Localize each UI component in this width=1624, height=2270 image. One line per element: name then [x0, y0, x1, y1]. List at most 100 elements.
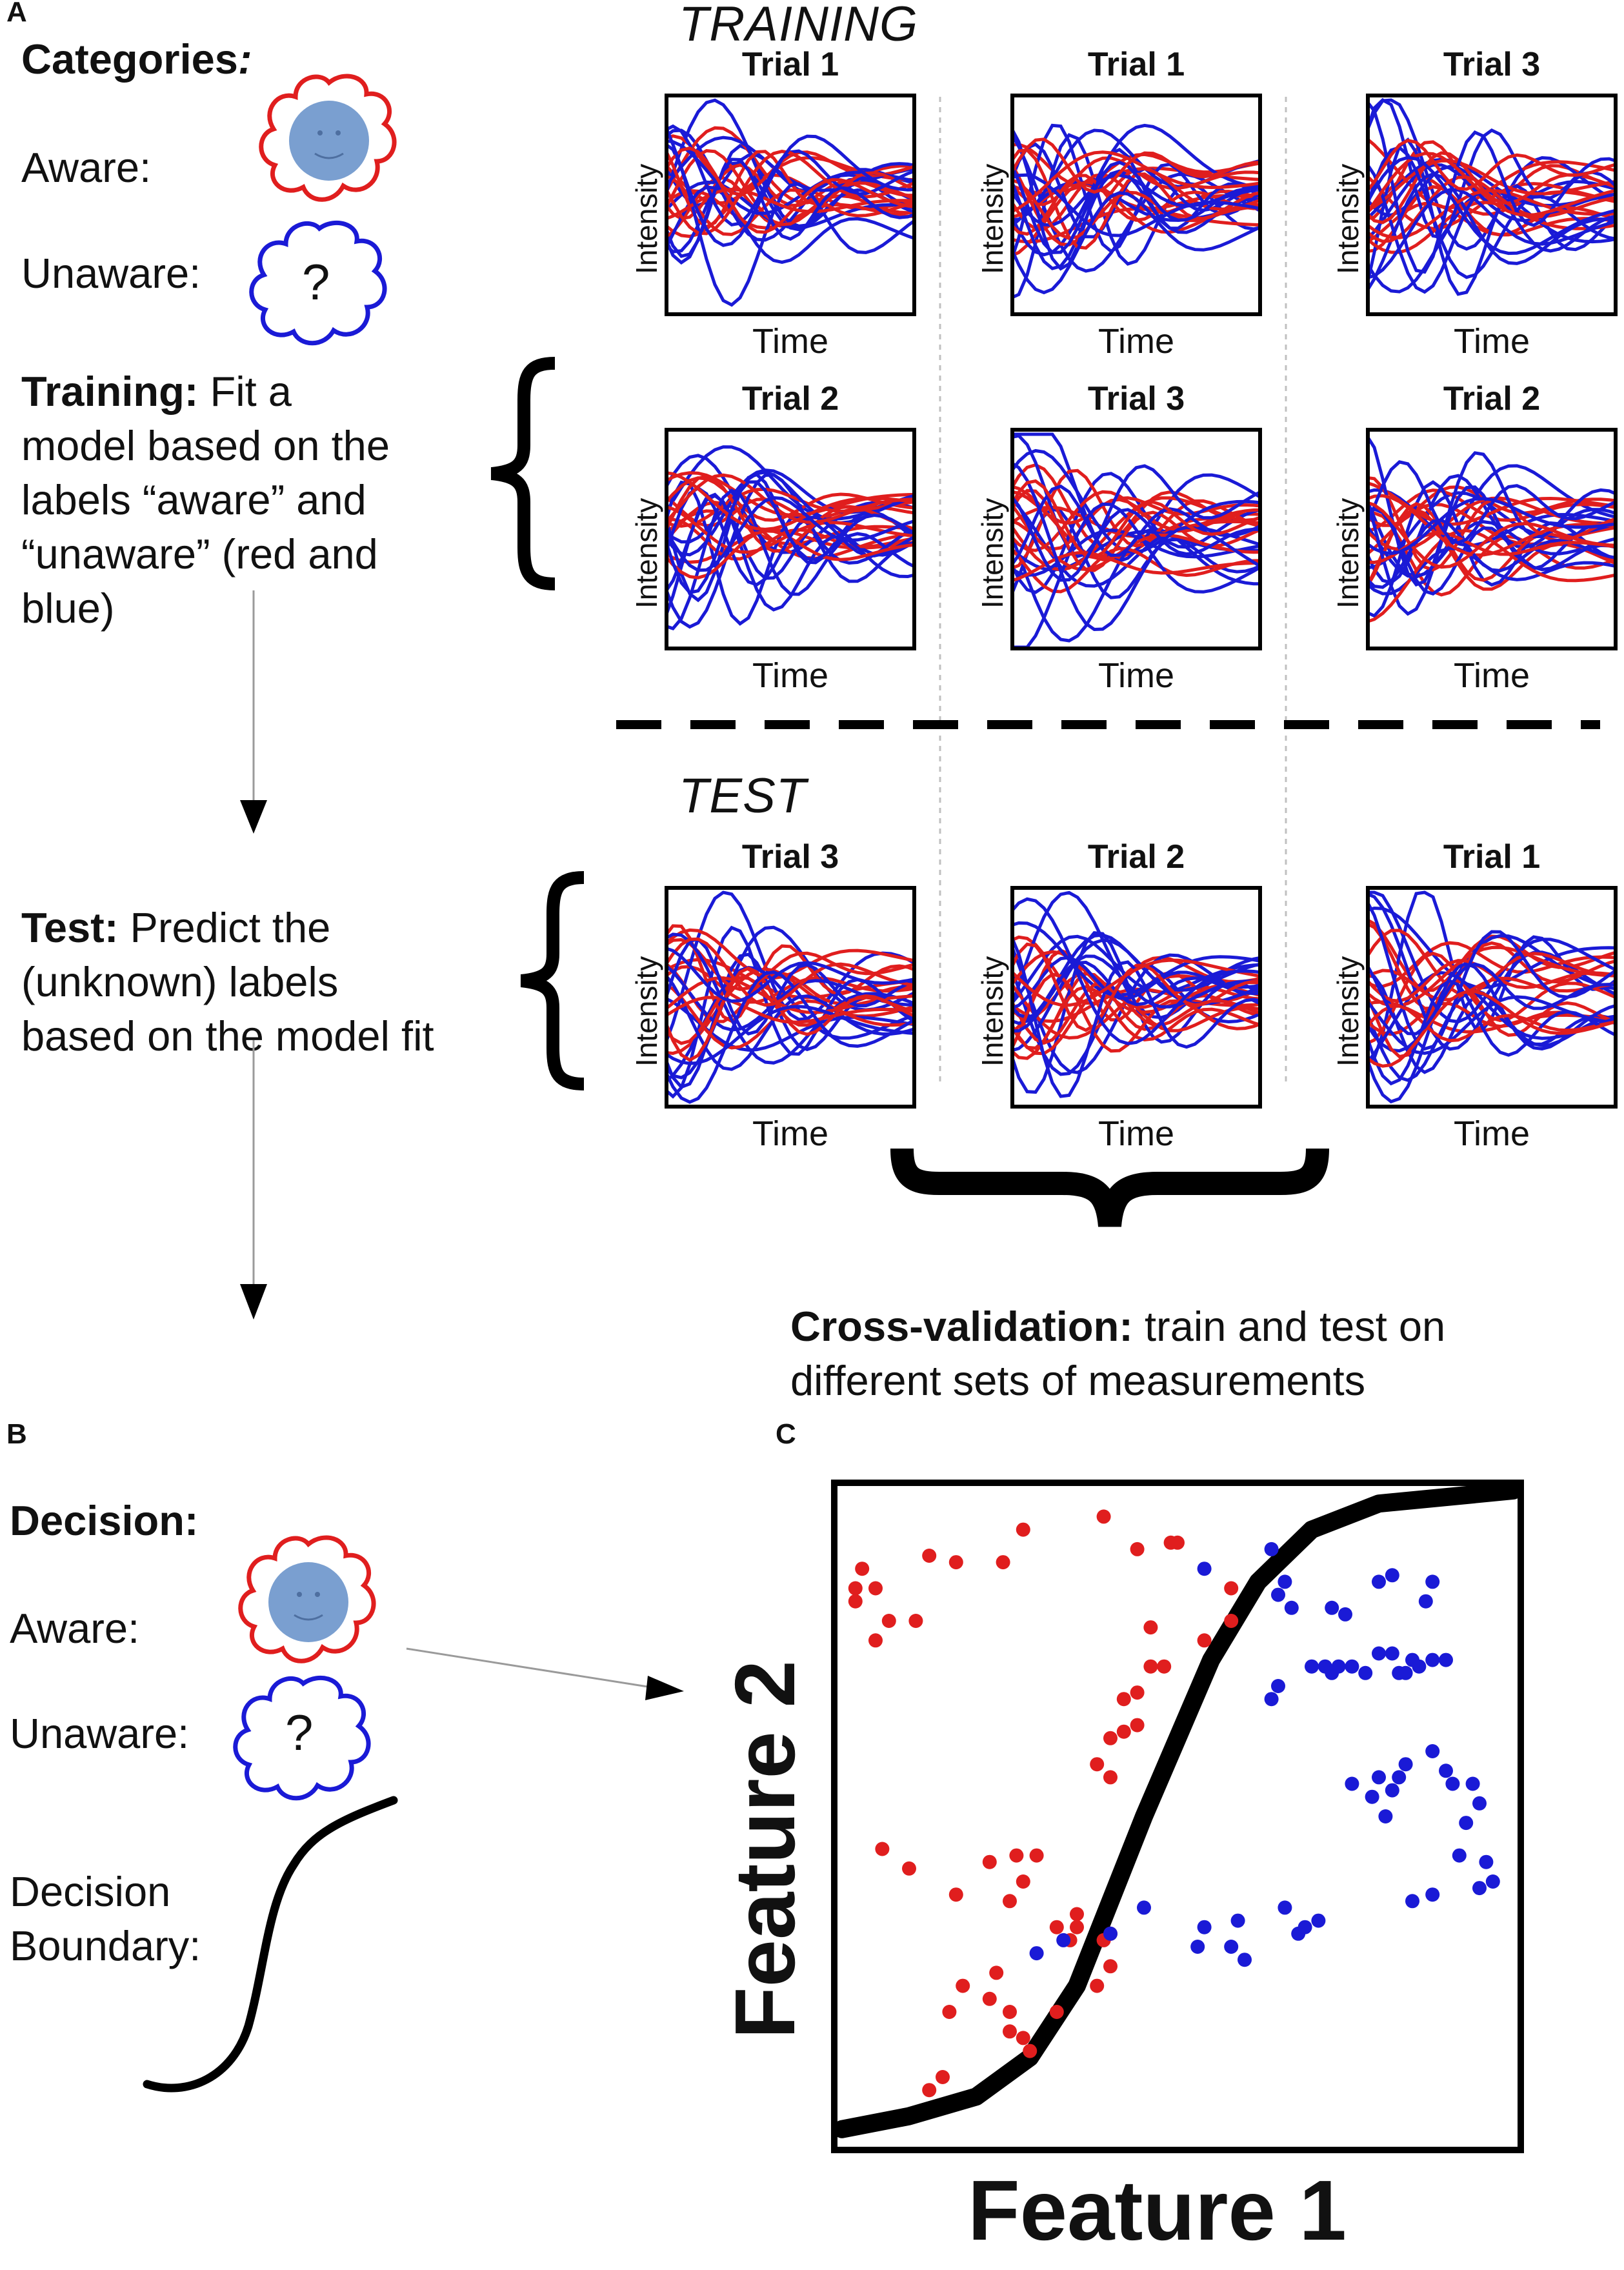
aware-point [996, 1555, 1010, 1570]
feature-scatter-plot [831, 1480, 1524, 2153]
aware-trace [1368, 159, 1615, 212]
aware-trace [667, 134, 914, 196]
aware-trace [667, 187, 914, 220]
aware-point [1023, 2044, 1038, 2058]
aware-point [956, 1978, 970, 1993]
aware-trace [1368, 922, 1615, 1010]
intensity-time-plot [1366, 886, 1618, 1109]
training-header: TRAINING [679, 0, 919, 52]
x-axis-label: Time [752, 656, 828, 695]
aware-trace [1013, 987, 1259, 1023]
decision-boundary-legend-curve [143, 1796, 398, 2093]
unaware-trace [667, 947, 914, 1003]
plot-frame [1010, 428, 1262, 650]
aware-point [1143, 1659, 1158, 1674]
aware-point [1049, 2005, 1064, 2019]
aware-point [942, 2005, 957, 2019]
plot-frame [665, 428, 916, 650]
aware-trace [1013, 182, 1259, 219]
unaware-point [1325, 1600, 1339, 1615]
unaware-point [1378, 1809, 1393, 1823]
test-description: Test: Predict the (unknown) labels based… [21, 904, 434, 1060]
aware-point [948, 1887, 963, 1902]
aware-point [982, 1991, 997, 2006]
plot-frame [1010, 94, 1262, 316]
aware-trace [1368, 152, 1615, 217]
trial-title: Trial 3 [1443, 46, 1541, 83]
unaware-trace [1368, 163, 1615, 240]
aware-trace [1368, 990, 1615, 1068]
unaware-point [1264, 1542, 1279, 1556]
aware-point [1070, 1920, 1084, 1934]
plot-frame [665, 94, 916, 316]
unaware-point [1264, 1692, 1279, 1707]
unaware-point [1472, 1881, 1487, 1896]
unaware-trace [1013, 160, 1259, 254]
y-axis-label: Intensity [1331, 163, 1365, 274]
cross-validation-caption: Cross-validation: train and test on diff… [790, 1303, 1446, 1404]
aware-point [848, 1594, 863, 1609]
intensity-time-plot [665, 94, 916, 316]
aware-point [875, 1842, 890, 1856]
unaware-point [1472, 1796, 1487, 1811]
decision-unaware-cloud-icon [233, 1675, 371, 1801]
aware-point [855, 1562, 870, 1576]
unaware-point [1425, 1887, 1440, 1902]
aware-trace [1013, 519, 1259, 571]
aware-trace [667, 487, 914, 528]
aware-trace [1013, 179, 1259, 240]
aware-point [1170, 1535, 1185, 1550]
aware-trace [1013, 981, 1259, 1045]
aware-point [902, 1861, 916, 1876]
unaware-point [1358, 1665, 1373, 1680]
decision-unaware-label: Unaware: [10, 1710, 190, 1757]
y-axis-label: Intensity [1331, 497, 1365, 608]
unaware-trace [1368, 460, 1615, 545]
unaware-point [1056, 1933, 1071, 1947]
unaware-point [1284, 1600, 1299, 1615]
aware-point [1096, 1509, 1111, 1524]
aware-trace [1368, 501, 1615, 569]
y-axis-label: Intensity [976, 956, 1009, 1067]
y-axis-label: Intensity [630, 956, 663, 1067]
unaware-point [1405, 1894, 1419, 1909]
unaware-point [1385, 1568, 1399, 1583]
x-axis-label: Time [1098, 322, 1174, 361]
decision-unaware-question-mark: ? [285, 1704, 314, 1761]
unaware-trace [667, 496, 914, 572]
unaware-point [1029, 1946, 1044, 1961]
unaware-point [1137, 1900, 1151, 1915]
y-axis-label: Intensity [630, 163, 663, 274]
unaware-question-mark: ? [302, 254, 330, 310]
aware-label: Aware: [21, 144, 152, 191]
aware-trace [667, 146, 914, 234]
unaware-trace [1368, 518, 1615, 589]
aware-point [1116, 1724, 1131, 1739]
intensity-time-plot [1010, 428, 1262, 650]
aware-trace [667, 967, 914, 1056]
training-brace [490, 357, 556, 590]
aware-point [1009, 1848, 1024, 1863]
unaware-point [1325, 1665, 1339, 1680]
feature-1-axis-label: Feature 1 [968, 2163, 1347, 2258]
y-axis-label: Intensity [976, 497, 1009, 608]
trial-title: Trial 3 [741, 838, 839, 876]
aware-trace [1368, 945, 1615, 1008]
panel-label-b: B [6, 1418, 27, 1450]
aware-trace [667, 501, 914, 560]
unaware-point [1224, 1940, 1239, 1954]
aware-point [1224, 1614, 1239, 1628]
intensity-time-plot [665, 886, 916, 1109]
aware-point [1197, 1633, 1212, 1648]
unaware-point [1372, 1770, 1386, 1785]
unaware-point [1230, 1913, 1245, 1928]
unaware-point [1385, 1783, 1399, 1798]
unaware-trace [1013, 191, 1259, 295]
aware-trace [667, 150, 914, 236]
aware-trace [1368, 138, 1615, 192]
aware-point [1130, 1685, 1145, 1700]
unaware-trace [1013, 897, 1259, 1045]
